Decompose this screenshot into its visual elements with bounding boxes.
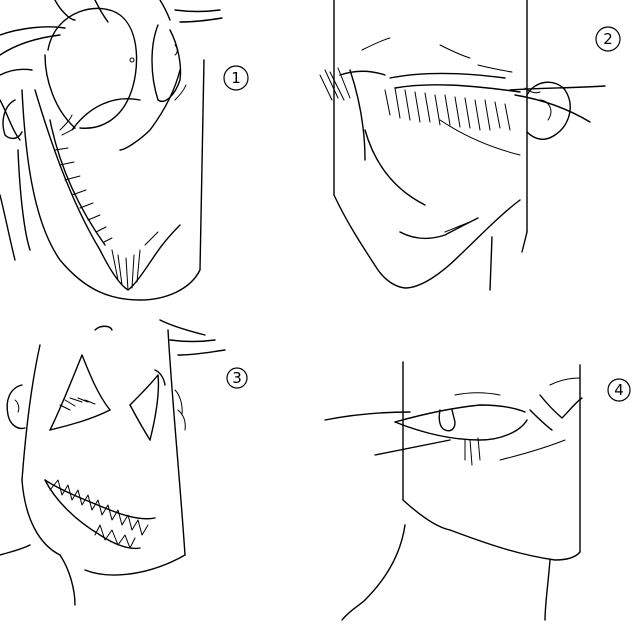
panel-3-face-sketch — [0, 319, 226, 606]
panel-3-number-label: 3 — [232, 369, 242, 387]
panel-2-face-sketch — [319, 0, 606, 291]
panel-4-number: 4 — [607, 378, 631, 402]
panel-4-number-label: 4 — [614, 381, 624, 399]
panel-2-number-label: 2 — [603, 30, 613, 48]
panel-2-number: 2 — [595, 26, 621, 52]
panel-4-face-sketch — [324, 361, 583, 621]
panel-1-number-label: 1 — [231, 69, 241, 87]
panel-1-number: 1 — [223, 65, 249, 91]
panel-1-face-sketch — [0, 0, 223, 301]
panel-3-number: 3 — [226, 367, 248, 389]
